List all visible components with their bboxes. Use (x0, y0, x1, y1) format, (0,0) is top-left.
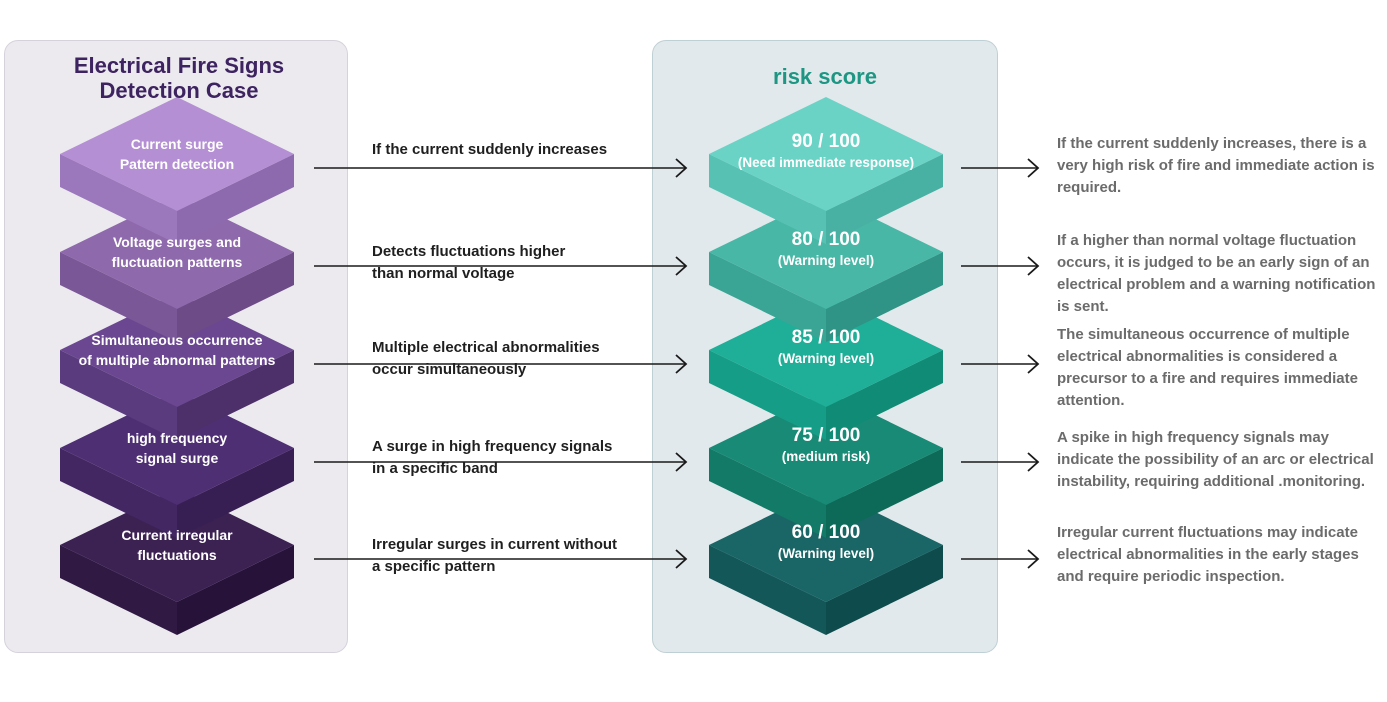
result-arrow-head (1027, 452, 1040, 472)
risk-score-label: 75 / 100 (medium risk) (706, 424, 946, 466)
risk-level: (Warning level) (777, 546, 875, 561)
risk-description: Irregular current fluctuations may indic… (1057, 524, 1359, 585)
condition-arrow-head (675, 549, 688, 569)
risk-level: (Need immediate response) (737, 155, 915, 170)
risk-level: (medium risk) (781, 449, 871, 464)
case-label: high frequency signal surge (126, 430, 228, 466)
case-tile-top-face (60, 195, 294, 309)
score-tile-right-face (826, 448, 943, 538)
score-tile-top-face (709, 391, 943, 505)
case-label: Simultaneous occurrence of multiple abno… (78, 332, 276, 368)
risk-level: (Warning level) (777, 253, 875, 268)
case-tile-right-face (177, 252, 294, 342)
score-tile-left-face (709, 545, 826, 635)
result-arrow-head (1027, 354, 1040, 374)
score-value: 80 / 100 (791, 229, 861, 250)
result-arrow-head (1027, 549, 1040, 569)
case-tile-top-face (60, 391, 294, 505)
case-tile-left-face (60, 252, 177, 342)
case-tile-right-face (177, 154, 294, 244)
case-tile-right-face (177, 448, 294, 538)
condition-arrow-head (675, 354, 688, 374)
condition-text: Detects fluctuations higher than normal … (372, 243, 566, 282)
case-tile-left-face (60, 350, 177, 440)
score-tile-top-face (709, 488, 943, 602)
risk-score-label: 90 / 100 (Need immediate response) (706, 130, 946, 172)
case-tile-top-face (60, 488, 294, 602)
detection-case-title: Electrical Fire Signs Detection Case (73, 53, 285, 103)
score-value: 85 / 100 (791, 327, 861, 348)
score-value: 75 / 100 (791, 425, 861, 446)
condition-text: If the current suddenly increases (372, 141, 608, 158)
risk-description: If a higher than normal voltage fluctuat… (1057, 232, 1376, 315)
score-tile-left-face (709, 252, 826, 342)
risk-score-title: risk score (773, 64, 877, 89)
score-tile-right-face (826, 350, 943, 440)
score-tile-right-face (826, 154, 943, 244)
score-value: 90 / 100 (791, 131, 861, 152)
risk-score-label: 80 / 100 (Warning level) (706, 228, 946, 270)
score-tile-left-face (709, 350, 826, 440)
condition-text: A surge in high frequency signals in a s… (372, 438, 613, 477)
condition-arrow-head (675, 256, 688, 276)
score-tile-right-face (826, 545, 943, 635)
case-label: Voltage surges and fluctuation patterns (111, 234, 243, 270)
risk-description: If the current suddenly increases, there… (1057, 135, 1375, 196)
case-label: Current irregular fluctuations (121, 527, 233, 563)
score-tile-right-face (826, 252, 943, 342)
condition-text: Irregular surges in current without a sp… (372, 536, 618, 575)
case-label: Current surge Pattern detection (119, 136, 235, 172)
risk-level: (Warning level) (777, 351, 875, 366)
score-tile-left-face (709, 448, 826, 538)
score-tile-left-face (709, 154, 826, 244)
case-tile-right-face (177, 545, 294, 635)
risk-description: The simultaneous occurrence of multiple … (1057, 326, 1358, 409)
result-arrow-head (1027, 256, 1040, 276)
score-tile-top-face (709, 195, 943, 309)
case-tile-left-face (60, 154, 177, 244)
risk-description: A spike in high frequency signals may in… (1057, 429, 1374, 490)
score-tile-top-face (709, 293, 943, 407)
score-tile-top-face (709, 97, 943, 211)
risk-score-label: 60 / 100 (Warning level) (706, 521, 946, 563)
condition-arrow-head (675, 452, 688, 472)
case-tile-right-face (177, 350, 294, 440)
condition-arrow-head (675, 158, 688, 178)
case-tile-left-face (60, 448, 177, 538)
result-arrow-head (1027, 158, 1040, 178)
case-tile-left-face (60, 545, 177, 635)
score-value: 60 / 100 (791, 522, 861, 543)
risk-score-label: 85 / 100 (Warning level) (706, 326, 946, 368)
case-tile-top-face (60, 293, 294, 407)
case-tile-top-face (60, 97, 294, 211)
condition-text: Multiple electrical abnormalities occur … (372, 339, 600, 378)
